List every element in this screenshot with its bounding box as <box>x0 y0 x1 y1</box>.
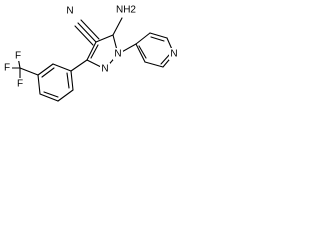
bond-c3-c4-double <box>90 44 99 59</box>
bond-c3-aryl <box>70 59 88 72</box>
bond-c4-c5 <box>95 34 114 43</box>
nitrile-n-label-bg <box>66 6 75 17</box>
bond-benz-double-3 <box>66 72 70 89</box>
bond-py-1 <box>135 32 151 45</box>
bond-benz-2 <box>37 63 54 76</box>
pyrazole-n1-label-bg <box>113 48 123 60</box>
amino-label: NH2 <box>116 5 136 16</box>
amino-label-bg <box>115 4 137 15</box>
bond-py-double-1 <box>150 36 165 42</box>
cf3-f-bottom-label-bg <box>15 78 25 89</box>
bond-benz-5 <box>57 89 74 102</box>
bond-benz-double-1 <box>41 67 55 78</box>
cf3-f-bottom-label: F <box>17 79 23 90</box>
bond-nitrile-triple-2 <box>74 25 94 46</box>
pyridine-n-label-bg <box>169 48 179 60</box>
bond-benz-4 <box>39 93 59 102</box>
bond-benz-double-2 <box>43 91 59 98</box>
cf3-f-top-label-bg <box>13 50 23 61</box>
bond-c3-c4 <box>86 41 97 61</box>
bond-nitrile-triple-3 <box>80 19 100 40</box>
bond-py-double-3 <box>138 45 147 59</box>
bond-benz-3 <box>37 74 41 95</box>
bond-aryl-cf3 <box>19 67 39 76</box>
bond-py-6 <box>135 43 146 63</box>
cf3-f-top-label: F <box>15 51 21 62</box>
cf3-f-left-label: F <box>4 63 10 74</box>
bond-benz-1 <box>52 63 72 72</box>
atom-labels: N NH2 N N N F F F <box>2 4 179 90</box>
cf3-f-left-label-bg <box>2 62 12 73</box>
bond-py-2 <box>149 32 168 39</box>
pyrazole-n2-label: N <box>101 64 108 75</box>
bond-py-double-2 <box>160 53 171 65</box>
bond-c5-amino <box>112 17 123 36</box>
pyrazole-n2-label-bg <box>100 63 110 75</box>
bonds <box>8 17 175 102</box>
bond-nitrile-triple-1 <box>77 22 97 43</box>
nitrile-n-label: N <box>66 6 73 17</box>
bond-benz-6 <box>70 70 74 91</box>
pyrazole-n1-label: N <box>114 49 121 60</box>
chemical-structure-diagram: N NH2 N N N F F F <box>2 4 179 102</box>
pyridine-n-label: N <box>170 49 177 60</box>
bond-py-5 <box>144 61 164 68</box>
